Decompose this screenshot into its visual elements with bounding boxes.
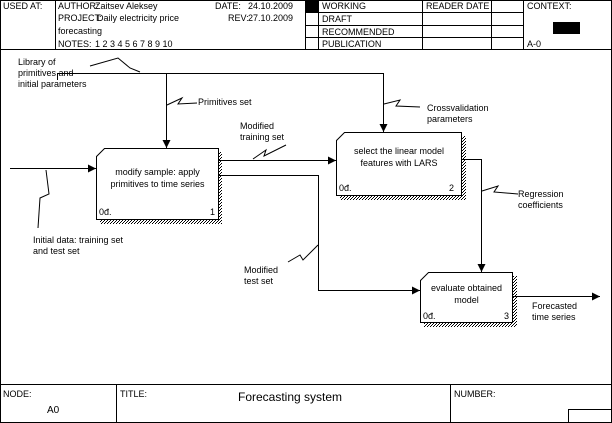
status-draft: DRAFT [322, 14, 352, 24]
project-value-line2: forecasting [58, 26, 103, 36]
context-label: CONTEXT: [527, 1, 572, 11]
activity-box-1[interactable] [96, 148, 223, 225]
status-publication: PUBLICATION [322, 39, 382, 49]
box-3-title: evaluate obtained model [430, 283, 503, 305]
regression-label: Regression coefficients [518, 189, 564, 210]
modified-training-squiggle [252, 144, 287, 160]
crossvalidation-squiggle [383, 99, 421, 108]
modified-test-label: Modified test set [244, 265, 279, 286]
used-at-label: USED AT: [3, 1, 43, 11]
library-label: Library of primitives and initial parame… [18, 57, 87, 89]
project-value-line1: Daily electricity price [97, 13, 180, 23]
date-value: 24.10.2009 [248, 1, 294, 11]
author-label: AUTHOR: [58, 1, 99, 11]
box-1-border [96, 148, 219, 220]
modified-test-set-arrow[interactable] [218, 175, 420, 295]
author-value: Zaitsev Aleksey [95, 1, 158, 11]
rev-label: REV: [228, 13, 249, 23]
box-2-number: 2 [449, 183, 455, 193]
forecasted-label: Forecasted time series [532, 301, 578, 322]
primitives-set-arrow[interactable] [57, 73, 171, 149]
context-node: A-0 [527, 39, 542, 49]
rev-value: 27.10.2009 [248, 13, 294, 23]
regression-coefficients-arrow[interactable] [461, 159, 486, 273]
box-1-number: 1 [210, 207, 216, 217]
diagram-title: Forecasting system [238, 390, 343, 404]
context-thumbnail [553, 22, 580, 34]
box-1-cost: 0đ. [99, 207, 112, 217]
status-recommended: RECOMMENDED [322, 27, 395, 37]
initial-data-label: Initial data: training set and test set [33, 235, 124, 256]
primitives-set-squiggle [166, 96, 198, 106]
modified-test-squiggle [287, 244, 319, 263]
crossvalidation-label: Crossvalidation parameters [427, 103, 489, 124]
reader-date-label: DATE [466, 1, 490, 11]
box-2-title: select the linear model features with LA… [353, 146, 445, 168]
box-3-number: 3 [504, 311, 510, 321]
node-value: A0 [47, 405, 60, 416]
library-squiggle [89, 57, 141, 73]
footer-grid [0, 384, 612, 423]
notes-label: NOTES: [58, 39, 92, 49]
crossvalidation-arrow[interactable] [166, 73, 388, 133]
activity-box-2[interactable] [336, 132, 467, 201]
working-status-marker [306, 1, 318, 12]
box-3-cost: 0đ. [423, 311, 436, 321]
header-grid [0, 0, 612, 50]
regression-squiggle [481, 185, 519, 195]
project-label: PROJECT: [58, 13, 102, 23]
reader-label: READER [426, 1, 464, 11]
box-2-cost: 0đ. [339, 183, 352, 193]
box-2-border [336, 132, 462, 196]
box-3-border [420, 272, 513, 323]
activity-box-3[interactable] [420, 272, 518, 328]
title-label: TITLE: [120, 389, 148, 399]
node-label: NODE: [3, 389, 32, 399]
modified-training-label: Modified training set [240, 121, 285, 142]
date-label: DATE: [215, 1, 241, 11]
status-working: WORKING [322, 1, 366, 11]
notes-value: 1 2 3 4 5 6 7 8 9 10 [95, 39, 173, 49]
initial-data-squiggle [37, 169, 50, 229]
primitives-set-label: Primitives set [198, 97, 252, 107]
number-label: NUMBER: [454, 389, 496, 399]
box-1-title: modify sample: apply primitives to time … [110, 167, 205, 189]
